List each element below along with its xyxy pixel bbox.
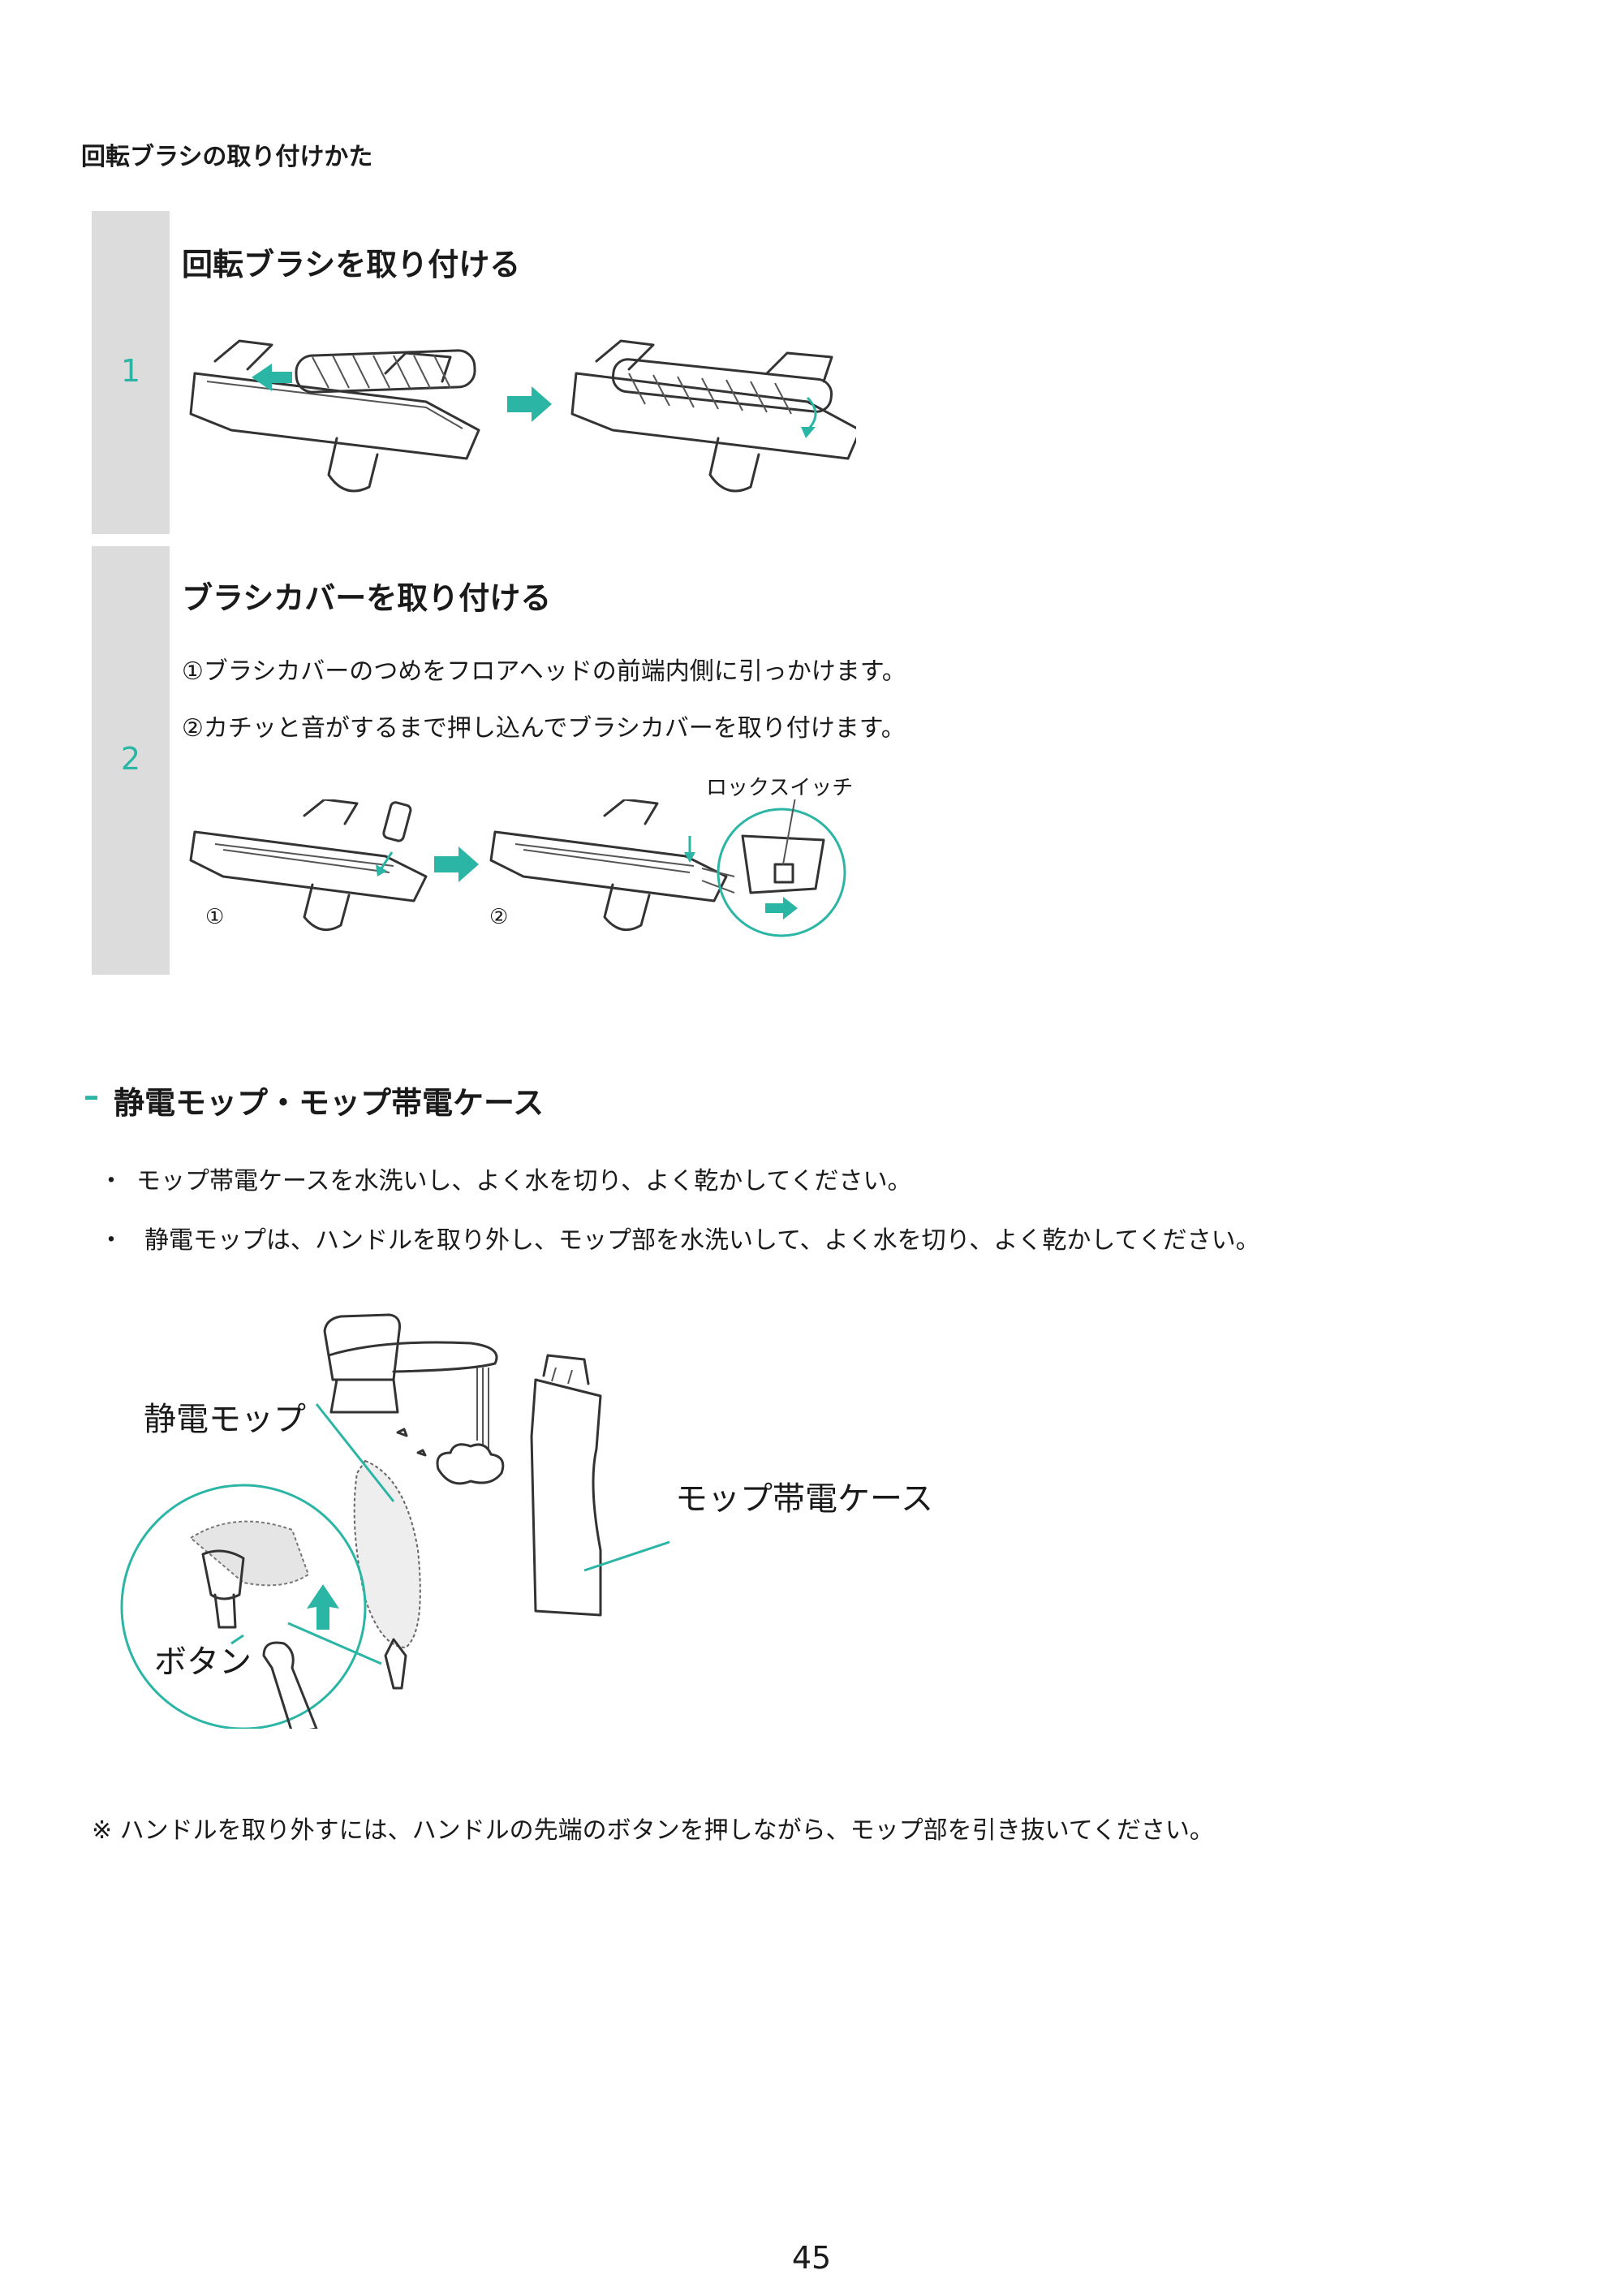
mop-label: 静電モップ xyxy=(144,1401,306,1438)
brush-cover-figure xyxy=(189,799,846,937)
arrow-right-icon-2 xyxy=(434,846,479,882)
step-2-number: 2 xyxy=(120,741,141,777)
case-label: モップ帯電ケース xyxy=(675,1480,933,1518)
mop-illustration xyxy=(120,1313,670,1729)
step-2-title: ブラシカバーを取り付ける xyxy=(182,580,552,616)
splash-cloud xyxy=(396,1428,505,1485)
step-1-title: 回転ブラシを取り付ける xyxy=(182,247,521,282)
brush-install-figure xyxy=(189,339,856,493)
step-1-bar: 1 xyxy=(92,211,170,534)
mop-head-illustration xyxy=(315,1403,421,1690)
handle-detail xyxy=(120,1484,382,1729)
floor-head-illustration-1 xyxy=(189,339,480,493)
arrow-up-icon xyxy=(307,1584,339,1630)
button-label: ボタン xyxy=(154,1643,252,1681)
bullet-1-mark: ・ xyxy=(99,1167,123,1195)
section-title: 回転ブラシの取り付けかた xyxy=(81,143,373,171)
floor-head-cover-illustration-2 xyxy=(489,799,728,932)
faucet-illustration xyxy=(323,1313,498,1449)
floor-head-illustration-2 xyxy=(570,339,856,493)
step-2-instruction-2: ②カチッと音がするまで押し込んでブラシカバーを取り付けます。 xyxy=(182,714,906,743)
arrow-left-icon xyxy=(252,364,292,391)
step-1-number: 1 xyxy=(120,353,141,389)
lock-switch-label: ロックスイッチ xyxy=(706,776,854,800)
mop-case-illustration xyxy=(530,1354,670,1617)
bullet-1: モップ帯電ケースを水洗いし、よく水を切り、よく乾かしてください。 xyxy=(136,1167,912,1195)
bullet-2-mark: ・ xyxy=(99,1226,123,1255)
step-2-bar: 2 xyxy=(92,546,170,975)
mop-heading-dash: – xyxy=(84,1078,99,1114)
lock-switch-detail xyxy=(701,799,846,937)
floor-head-cover-illustration-1 xyxy=(189,799,428,932)
bullet-2: 静電モップは、ハンドルを取り外し、モップ部を水洗いして、よく水を切り、よく乾かし… xyxy=(144,1226,1260,1255)
mop-note: ※ ハンドルを取り外すには、ハンドルの先端のボタンを押しながら、モップ部を引き抜… xyxy=(92,1816,1214,1845)
figure-label-1: ① xyxy=(205,905,225,929)
page-number: 45 xyxy=(791,2240,832,2276)
step-2-instruction-1: ①ブラシカバーのつめをフロアヘッドの前端内側に引っかけます。 xyxy=(182,657,906,686)
arrow-right-icon xyxy=(507,386,552,422)
mop-heading: 静電モップ・モップ帯電ケース xyxy=(114,1085,545,1121)
figure-label-2: ② xyxy=(489,905,509,929)
